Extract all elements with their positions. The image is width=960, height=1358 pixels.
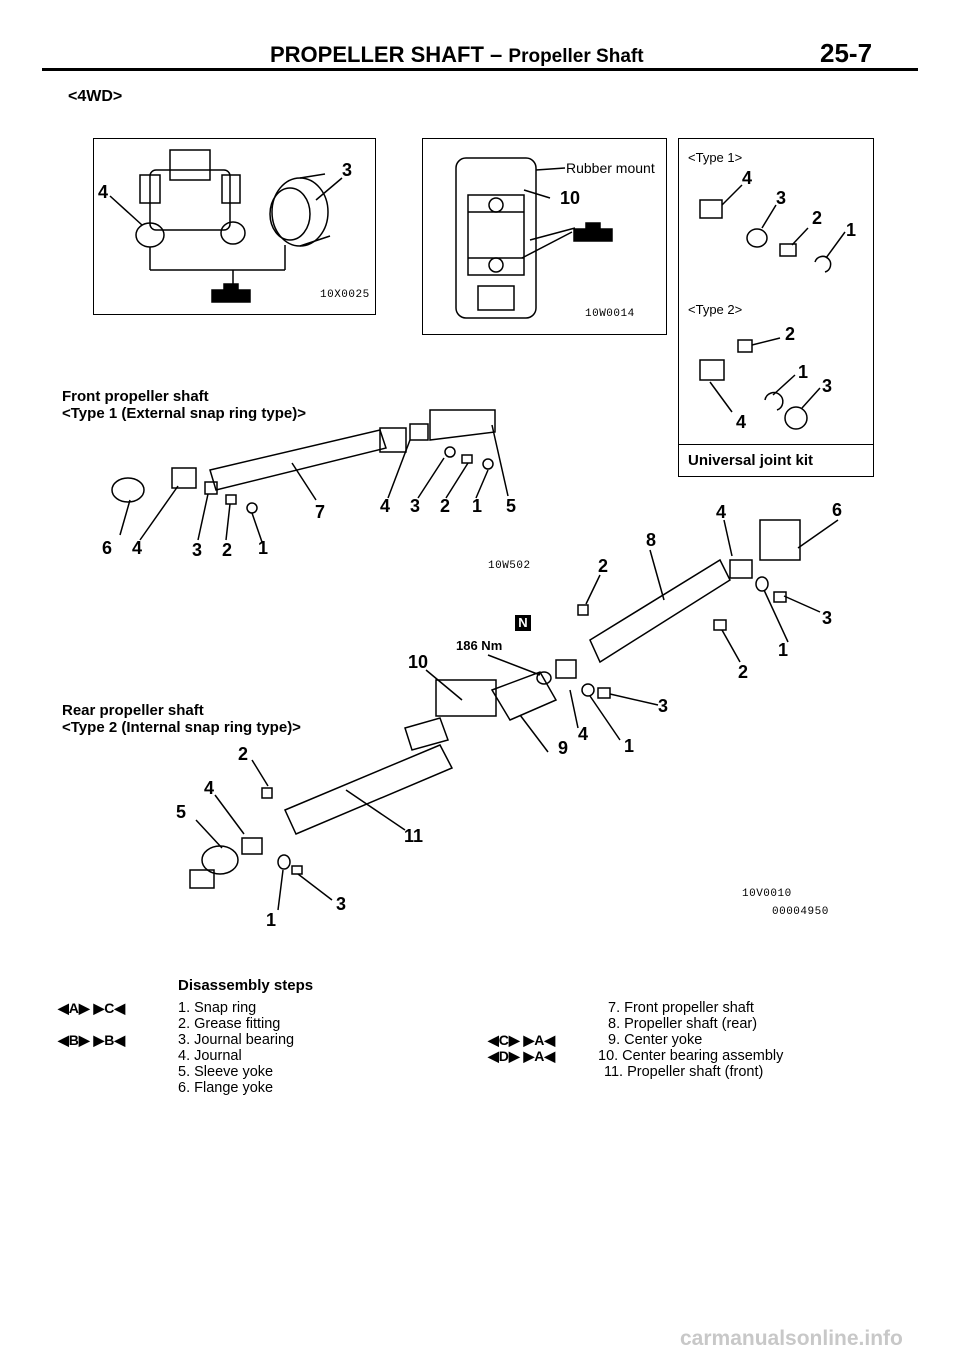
center-bearing-assembly-illustration [425,654,659,753]
kit-t2-callout-3: 3 [822,376,833,396]
front-callout-6: 6 [102,538,113,558]
rear-callout-4: 4 [716,502,727,522]
kit-caption: Universal joint kit [688,452,814,469]
n-symbol: N [515,615,531,631]
step-2: 2. Grease fitting [178,1016,281,1032]
kit-t1-callout-4: 4 [742,168,753,188]
figure-code-10v0010: 10V0010 [742,888,792,900]
kit-t1-callout-3: 3 [776,188,787,208]
rear-callout-11: 11 [404,826,424,846]
step-11: 11. Propeller shaft (front) [604,1064,764,1080]
front-callout-7: 7 [315,502,326,522]
step-8: 8. Propeller shaft (rear) [608,1016,758,1032]
variant-label: <4WD> [68,88,123,105]
rear-shaft-subtitle: <Type 2 (Internal snap ring type)> [62,719,301,736]
figure-code-10x0025: 10X0025 [320,289,370,301]
page-number: 25-7 [820,38,873,68]
watermark: carmanualsonline.info [680,1327,903,1350]
rear-callout-2b: 2 [738,662,749,682]
step-9: 9. Center yoke [608,1032,703,1048]
front-propeller-shaft-illustration [111,409,509,543]
rear-callout-5: 5 [176,802,187,822]
rear-callout-8: 8 [646,530,657,550]
step-10-marks: ◀D▶ ▶A◀ [488,1048,556,1064]
rear-callout-4b: 4 [578,724,589,744]
rear-shaft-title: Rear propeller shaft [62,702,204,719]
universal-joint-kit-panel [678,138,874,477]
kit-divider [679,444,873,445]
grease-gun-symbol-1 [211,283,251,303]
callout-4: 4 [98,182,109,202]
rear-callout-2: 2 [598,556,609,576]
kit-t2-callout-1: 1 [798,362,809,382]
rear-callout-2c: 2 [238,744,249,764]
step-1: 1. Snap ring [178,1000,257,1016]
title-dash: – [490,42,503,67]
journal-cross-illustration [109,149,343,285]
step-10: 10. Center bearing assembly [598,1048,784,1064]
step-9-marks: ◀C▶ ▶A◀ [488,1032,556,1048]
front-callout-2b: 2 [440,496,451,516]
grease-gun-symbol-2 [573,222,613,242]
rear-callout-3: 3 [822,608,833,628]
universal-joint-kit-illustration [699,184,846,430]
center-bearing-illustration [455,157,576,319]
torque-spec: 186 Nm [456,638,503,653]
center-bearing-panel [422,138,667,335]
front-shaft-title: Front propeller shaft [62,388,209,405]
front-callout-4: 4 [132,538,143,558]
figure-code-00004950: 00004950 [772,906,829,918]
front-callout-2: 2 [222,540,233,560]
section-title: PROPELLER SHAFT [270,42,484,67]
section-subtitle: Propeller Shaft [508,46,644,67]
disassembly-steps-title: Disassembly steps [178,977,314,994]
step-4: 4. Journal [178,1048,242,1064]
step-5: 5. Sleeve yoke [178,1064,274,1080]
step-6: 6. Flange yoke [178,1080,274,1096]
figure-code-10w0014: 10W0014 [585,308,635,320]
front-callout-1b: 1 [472,496,483,516]
rear-callout-3b: 3 [658,696,669,716]
step-3-marks: ◀B▶ ▶B◀ [58,1032,126,1048]
rear-shaft-lower-illustration [189,717,454,911]
rear-callout-6: 6 [832,500,843,520]
figure-code-10w502: 10W502 [488,560,531,572]
front-callout-1: 1 [258,538,269,558]
rear-shaft-upper-illustration [577,519,839,664]
rear-callout-1b: 1 [624,736,635,756]
kit-type2-label: <Type 2> [688,302,743,317]
rear-callout-4c: 4 [204,778,215,798]
page-title: PROPELLER SHAFT – Propeller Shaft [270,42,644,68]
kit-type1-label: <Type 1> [688,150,743,165]
kit-t1-callout-1: 1 [846,220,857,240]
kit-t2-callout-2: 2 [785,324,796,344]
callout-10: 10 [560,188,581,208]
callout-3: 3 [342,160,353,180]
journal-bearing-panel [93,138,376,315]
front-callout-3b: 3 [410,496,421,516]
rear-callout-1c: 1 [266,910,277,930]
kit-t1-callout-2: 2 [812,208,823,228]
front-callout-3: 3 [192,540,203,560]
step-7: 7. Front propeller shaft [608,1000,754,1016]
rear-callout-1: 1 [778,640,789,660]
front-callout-4b: 4 [380,496,391,516]
step-1-marks: ◀A▶ ▶C◀ [58,1000,126,1016]
rear-callout-10: 10 [408,652,429,672]
front-shaft-subtitle: <Type 1 (External snap ring type)> [62,405,306,422]
header-rule [42,68,918,71]
rubber-mount-label: Rubber mount [566,160,655,176]
step-3: 3. Journal bearing [178,1032,295,1048]
front-callout-5: 5 [506,496,517,516]
rear-callout-3c: 3 [336,894,347,914]
rear-callout-9: 9 [558,738,569,758]
kit-t2-callout-4: 4 [736,412,747,432]
